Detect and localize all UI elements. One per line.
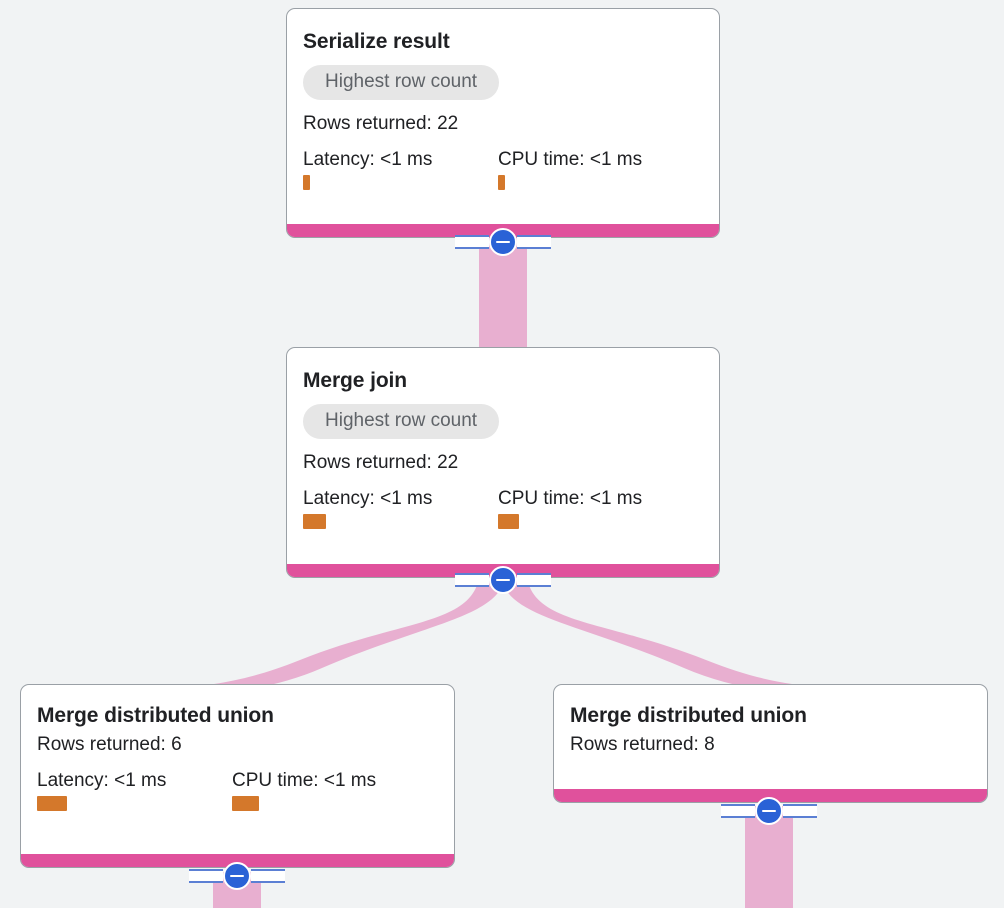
metric-label: CPU time: <1 ms bbox=[232, 770, 377, 791]
minus-icon[interactable] bbox=[223, 862, 251, 890]
metric-bar bbox=[37, 796, 67, 811]
toggle-rail-left bbox=[455, 235, 489, 249]
metric-label: Latency: <1 ms bbox=[303, 149, 433, 170]
metric-bar bbox=[232, 796, 259, 811]
metric-cpu-time: CPU time: <1 ms bbox=[498, 487, 642, 529]
metric-cpu-time: CPU time: <1 ms bbox=[498, 148, 642, 190]
node-body: Merge distributed union Rows returned: 6… bbox=[21, 685, 454, 825]
node-body: Serialize result Highest row count Rows … bbox=[287, 9, 719, 204]
collapse-toggle-merge-join[interactable] bbox=[455, 565, 551, 595]
metrics-row: Latency: <1 ms CPU time: <1 ms bbox=[37, 769, 438, 811]
metrics-row: Latency: <1 ms CPU time: <1 ms bbox=[303, 487, 703, 529]
node-body: Merge distributed union Rows returned: 8 bbox=[554, 685, 987, 783]
node-footer-bar bbox=[554, 789, 987, 802]
metric-label: CPU time: <1 ms bbox=[498, 488, 643, 509]
toggle-rail-right bbox=[517, 573, 551, 587]
metric-label: Latency: <1 ms bbox=[37, 770, 167, 791]
rows-returned: Rows returned: 22 bbox=[303, 113, 459, 134]
metric-label: CPU time: <1 ms bbox=[498, 149, 643, 170]
node-title: Serialize result bbox=[303, 30, 450, 53]
node-merge-join[interactable]: Merge join Highest row count Rows return… bbox=[286, 347, 720, 578]
collapse-toggle-serialize-result[interactable] bbox=[455, 227, 551, 257]
metric-latency: Latency: <1 ms bbox=[303, 487, 498, 529]
status-badge: Highest row count bbox=[303, 65, 500, 100]
toggle-rail-right bbox=[517, 235, 551, 249]
node-title: Merge distributed union bbox=[570, 704, 807, 727]
rows-returned: Rows returned: 8 bbox=[570, 734, 715, 755]
metric-bar bbox=[303, 514, 326, 529]
metric-bar bbox=[498, 514, 519, 529]
node-title: Merge join bbox=[303, 369, 408, 392]
metric-label: Latency: <1 ms bbox=[303, 488, 433, 509]
metric-latency: Latency: <1 ms bbox=[303, 148, 498, 190]
node-serialize-result[interactable]: Serialize result Highest row count Rows … bbox=[286, 8, 720, 238]
node-merge-distributed-union-right[interactable]: Merge distributed union Rows returned: 8 bbox=[553, 684, 988, 803]
rows-returned: Rows returned: 6 bbox=[37, 734, 182, 755]
edge-serialize-to-mergejoin bbox=[479, 238, 527, 348]
node-title: Merge distributed union bbox=[37, 704, 274, 727]
collapse-toggle-merge-distributed-union-left[interactable] bbox=[189, 861, 285, 891]
metric-cpu-time: CPU time: <1 ms bbox=[232, 769, 376, 811]
metric-latency: Latency: <1 ms bbox=[37, 769, 232, 811]
minus-icon[interactable] bbox=[489, 566, 517, 594]
toggle-rail-left bbox=[721, 804, 755, 818]
metrics-row: Latency: <1 ms CPU time: <1 ms bbox=[303, 148, 703, 190]
metric-bar bbox=[498, 175, 505, 190]
node-merge-distributed-union-left[interactable]: Merge distributed union Rows returned: 6… bbox=[20, 684, 455, 868]
edge-mergejoin-to-right-union bbox=[503, 578, 792, 694]
minus-icon[interactable] bbox=[489, 228, 517, 256]
toggle-rail-right bbox=[251, 869, 285, 883]
node-body: Merge join Highest row count Rows return… bbox=[287, 348, 719, 543]
edge-mergejoin-to-left-union bbox=[214, 578, 503, 694]
metric-bar bbox=[303, 175, 310, 190]
status-badge: Highest row count bbox=[303, 404, 500, 439]
node-footer-bar bbox=[21, 854, 454, 867]
rows-returned: Rows returned: 22 bbox=[303, 452, 459, 473]
toggle-rail-left bbox=[455, 573, 489, 587]
minus-icon[interactable] bbox=[755, 797, 783, 825]
toggle-rail-right bbox=[783, 804, 817, 818]
toggle-rail-left bbox=[189, 869, 223, 883]
collapse-toggle-merge-distributed-union-right[interactable] bbox=[721, 796, 817, 826]
